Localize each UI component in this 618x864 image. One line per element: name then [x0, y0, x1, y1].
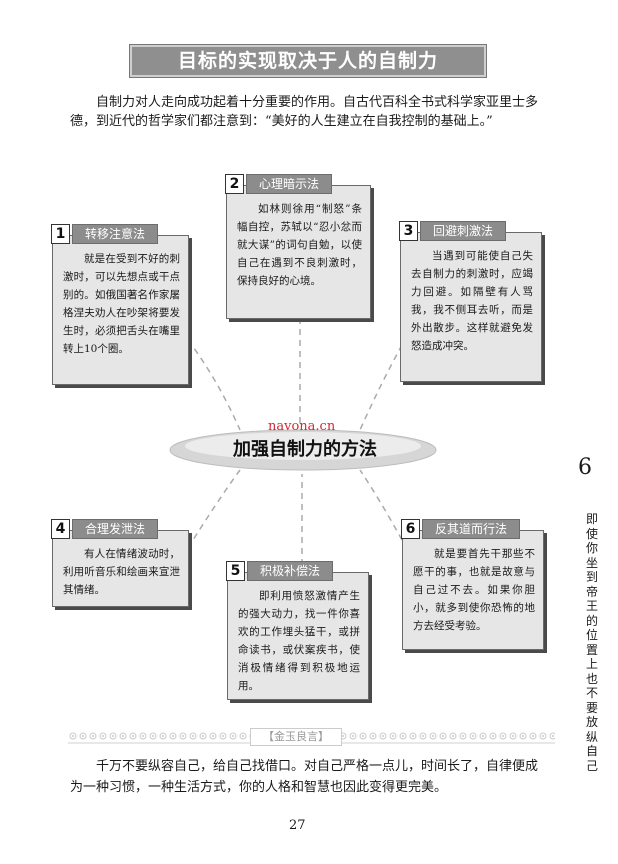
motto-text: 千万不要纵容自己，给自己找借口。对自己严格一点儿，时间长了，自律便成为一种习惯，… — [70, 759, 539, 795]
page-number: 27 — [289, 818, 306, 833]
method-title: 积极补偿法 — [247, 561, 334, 581]
intro-paragraph: 自制力对人走向成功起着十分重要的作用。自古代百科全书式科学家亚里士多德，到近代的… — [70, 93, 548, 131]
method-text: 就是在受到不好的刺激时，可以先想点或干点别的。如俄国著名作家屠格涅夫劝人在吵架将… — [63, 253, 180, 355]
method-number: 4 — [51, 519, 70, 539]
method-header: 2 心理暗示法 — [225, 174, 333, 194]
method-card-4: 4 合理发泄法 有人在情绪波动时，利用听音乐和绘画来宣泄其情绪。 — [51, 519, 189, 607]
method-number: 6 — [401, 519, 420, 539]
page-banner-title: 目标的实现取决于人的自制力 — [130, 45, 486, 77]
method-header: 3 回避刺激法 — [399, 221, 507, 241]
motto-paragraph: 千万不要纵容自己，给自己找借口。对自己严格一点儿，时间长了，自律便成为一种习惯，… — [70, 756, 548, 798]
method-text: 就是要首先干那些不愿干的事，也就是故意与自己过不去。如果你胆小，就多到使你恐怖的… — [413, 548, 535, 632]
method-number: 5 — [226, 561, 245, 581]
method-card-5: 5 积极补偿法 即利用愤怒激情产生的强大动力，找一件你喜欢的工作埋头猛干，或拼命… — [226, 561, 369, 700]
method-title: 心理暗示法 — [246, 174, 333, 194]
method-text: 有人在情绪波动时，利用听音乐和绘画来宣泄其情绪。 — [63, 548, 180, 596]
method-card-2: 2 心理暗示法 如林则徐用“制怒”条幅自控，苏轼以“忍小忿而就大谋”的词句自勉，… — [225, 174, 371, 319]
side-title-vertical: 即使你坐到帝王的位置上也不要放纵自己 — [585, 512, 598, 773]
method-text: 当遇到可能使自己失去自制力的刺激时，应竭力回避。如隔壁有人骂我，我不侧耳去听，而… — [411, 250, 533, 352]
method-title: 回避刺激法 — [420, 221, 507, 241]
method-number: 1 — [51, 224, 70, 244]
method-header: 1 转移注意法 — [51, 224, 159, 244]
method-number: 2 — [225, 174, 244, 194]
method-title: 转移注意法 — [72, 224, 159, 244]
method-title: 合理发泄法 — [72, 519, 159, 539]
chapter-number: 6 — [578, 455, 592, 480]
watermark-text: navona.cn — [268, 419, 336, 434]
center-label: 加强自制力的方法 — [233, 439, 377, 460]
method-number: 3 — [399, 221, 418, 241]
method-text: 如林则徐用“制怒”条幅自控，苏轼以“忍小忿而就大谋”的词句自勉，以使自己在遇到不… — [237, 203, 362, 287]
method-text: 即利用愤怒激情产生的强大动力，找一件你喜欢的工作埋头猛干，或拼命读书，或伏案疾书… — [238, 590, 360, 692]
motto-label: 【金玉良言】 — [250, 728, 342, 746]
method-header: 6 反其道而行法 — [401, 519, 521, 539]
method-title: 反其道而行法 — [422, 519, 521, 539]
method-card-3: 3 回避刺激法 当遇到可能使自己失去自制力的刺激时，应竭力回避。如隔壁有人骂我，… — [399, 221, 542, 382]
method-card-1: 1 转移注意法 就是在受到不好的刺激时，可以先想点或干点别的。如俄国著名作家屠格… — [51, 224, 189, 385]
method-header: 5 积极补偿法 — [226, 561, 334, 581]
method-header: 4 合理发泄法 — [51, 519, 159, 539]
method-card-6: 6 反其道而行法 就是要首先干那些不愿干的事，也就是故意与自己过不去。如果你胆小… — [401, 519, 544, 650]
intro-text: 自制力对人走向成功起着十分重要的作用。自古代百科全书式科学家亚里士多德，到近代的… — [70, 95, 539, 129]
